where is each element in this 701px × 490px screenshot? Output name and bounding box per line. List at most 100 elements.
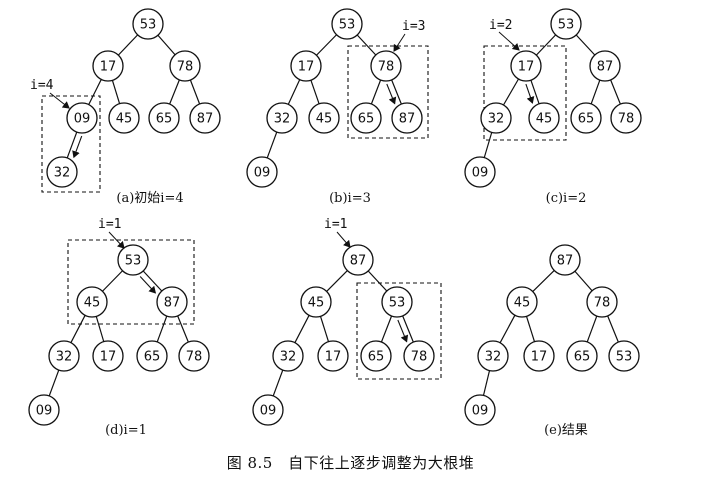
node-circle [290, 50, 322, 82]
heap-node: 09 [252, 394, 284, 426]
node-label: 45 [536, 112, 553, 127]
node-circle [266, 102, 298, 134]
heap-node: 78 [610, 102, 642, 134]
marker-pointer [108, 231, 125, 249]
node-label: 87 [197, 112, 214, 127]
node-circle [156, 286, 188, 318]
node-circle [76, 286, 108, 318]
adjust-box [67, 239, 195, 325]
node-label: 65 [574, 350, 591, 365]
tree-edge [370, 79, 382, 105]
node-circle [342, 244, 374, 276]
heap-node: 09 [464, 156, 496, 188]
node-label: 65 [368, 350, 385, 365]
tree-edge [142, 270, 163, 292]
node-label: 53 [558, 18, 575, 33]
node-circle [46, 156, 78, 188]
heap-node: 53 [608, 340, 640, 372]
heap-node: 32 [272, 340, 304, 372]
node-circle [391, 102, 423, 134]
node-label: 09 [74, 112, 91, 127]
node-circle [178, 340, 210, 372]
tree-edge [319, 316, 330, 342]
node-circle [189, 102, 221, 134]
node-circle [586, 286, 618, 318]
node-label: 78 [186, 350, 203, 365]
tree-edge [88, 79, 102, 105]
heap-node: 09 [464, 394, 496, 426]
node-label: 87 [557, 254, 574, 269]
heap-node: 09 [28, 394, 60, 426]
node-label: 17 [298, 60, 315, 75]
node-circle [570, 102, 602, 134]
heap-node: 17 [290, 50, 322, 82]
node-label: 45 [308, 296, 325, 311]
tree-edge [367, 270, 388, 292]
node-label: 53 [389, 296, 406, 311]
heap-node: 17 [523, 340, 555, 372]
tree-edge [48, 369, 60, 397]
node-label: 78 [411, 350, 428, 365]
swap-arrow [386, 83, 397, 105]
tree-edge [502, 78, 520, 106]
node-circle [300, 286, 332, 318]
node-label: 53 [140, 18, 157, 33]
heap-node: 45 [528, 102, 560, 134]
node-circle [464, 394, 496, 426]
heap-node: 87 [189, 102, 221, 134]
node-label: 65 [156, 112, 173, 127]
marker-pointer [498, 31, 520, 51]
tree-edge [189, 79, 201, 105]
heap-node: 09 [246, 156, 278, 188]
node-label: 65 [144, 350, 161, 365]
index-marker: i=1 [324, 217, 347, 232]
panel-caption: (a)初始i=4 [116, 191, 183, 206]
heap-node: 45 [108, 102, 140, 134]
node-circle [610, 102, 642, 134]
adjust-box [356, 282, 442, 380]
node-label: 32 [54, 166, 71, 181]
node-circle [132, 8, 164, 40]
node-circle [566, 340, 598, 372]
heap-node: 65 [350, 102, 382, 134]
node-label: 87 [399, 112, 416, 127]
node-circle [464, 156, 496, 188]
node-circle [66, 102, 98, 134]
node-label: 09 [260, 404, 277, 419]
heap-node: 78 [586, 286, 618, 318]
node-circle [117, 244, 149, 276]
tree-edge [102, 270, 123, 292]
heap-node: 45 [308, 102, 340, 134]
node-circle [528, 102, 560, 134]
adjust-box [347, 45, 429, 139]
tree-edge [157, 34, 176, 56]
node-circle [550, 8, 582, 40]
node-circle [92, 340, 124, 372]
tree-edge [574, 270, 593, 292]
heap-node: 17 [317, 340, 349, 372]
node-label: 53 [125, 254, 142, 269]
node-circle [403, 340, 435, 372]
tree-edge [95, 316, 105, 342]
node-circle [370, 50, 402, 82]
heap-node: 32 [477, 340, 509, 372]
tree-edge [287, 79, 301, 105]
node-label: 87 [597, 60, 614, 75]
tree-edge [380, 315, 393, 343]
node-label: 09 [472, 166, 489, 181]
tree-edge [326, 270, 348, 292]
heap-node: 32 [266, 102, 298, 134]
node-circle [523, 340, 555, 372]
node-circle [506, 286, 538, 318]
heap-node: 65 [570, 102, 602, 134]
heap-node: 17 [510, 50, 542, 82]
heap-node: 87 [589, 50, 621, 82]
node-circle [48, 340, 80, 372]
heap-node: 45 [300, 286, 332, 318]
heap-node: 17 [92, 340, 124, 372]
tree-edge [70, 315, 86, 343]
node-label: 45 [514, 296, 531, 311]
node-label: 09 [472, 404, 489, 419]
node-circle [92, 50, 124, 82]
